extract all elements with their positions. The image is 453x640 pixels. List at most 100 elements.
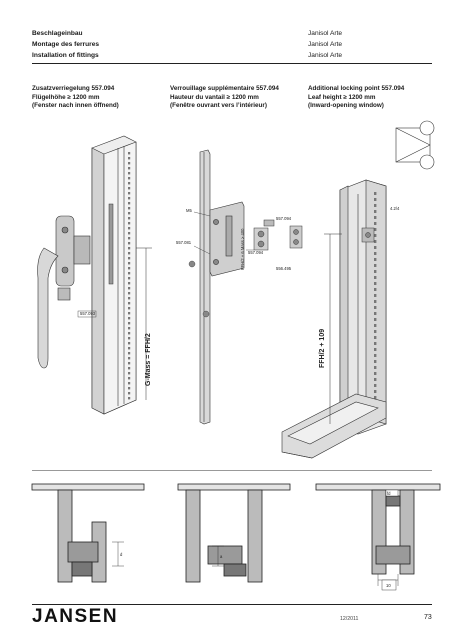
profile-slot [128, 222, 131, 225]
profile-slot [374, 354, 377, 357]
header-left: Beschlageinbau Montage des ferrures Inst… [32, 28, 99, 61]
header-title-en: Installation of fittings [32, 52, 99, 59]
section-label-d: d [120, 552, 123, 557]
profile-slot [128, 182, 131, 185]
profile-slot [128, 317, 131, 320]
profile-slot [374, 318, 377, 321]
profile-slot [128, 162, 131, 165]
footer-divider [32, 604, 432, 605]
label-screw-size: 4.2/4 [390, 206, 400, 211]
figure-handle-installation: 557.093 G-Mass = FFH/2 [37, 135, 152, 415]
profile-slot [374, 300, 377, 303]
profile-slot [128, 352, 131, 355]
striker-parts [253, 219, 275, 251]
window-handle [37, 215, 91, 369]
label-557094: 557.094 [248, 250, 264, 255]
profile-slot [374, 258, 377, 261]
column-title-fr-line: (Fenêtre ouvrant vers l’intérieur) [170, 102, 267, 110]
locking-block [361, 227, 375, 243]
profile-slot [128, 172, 131, 175]
profile-slot [374, 330, 377, 333]
page-number: 73 [424, 614, 432, 621]
column-title-en-line: Leaf height ≥ 1200 mm [308, 93, 376, 101]
screws [188, 260, 210, 318]
profile-slot [128, 242, 131, 245]
profile-slot [374, 204, 377, 207]
header-title-de: Beschlageinbau [32, 30, 83, 37]
column-title-en: Additional locking point 557.094 Leaf he… [308, 85, 438, 111]
profile-slot [128, 177, 131, 180]
column-title-fr-line: Verrouillage supplémentaire 557.094 [170, 85, 279, 92]
dimension-label-gmass: G-Mass = FFH/2 [145, 333, 152, 386]
profile-slot [374, 288, 377, 291]
window-icon [395, 120, 435, 170]
profile-slot [128, 312, 131, 315]
profile-slot [374, 222, 377, 225]
profile-slot [128, 252, 131, 255]
profile-slot [374, 270, 377, 273]
dimension-label-ffh: FFH/2 + 109 [319, 329, 326, 368]
label-556495: 556.495 [276, 266, 292, 271]
profile-slot [128, 387, 131, 390]
section-detail-3: fd 10 [315, 483, 441, 591]
part-label-557093: 557.093 [80, 311, 96, 316]
profile-slot [374, 306, 377, 309]
profile-slot [128, 257, 131, 260]
profile-slot [374, 282, 377, 285]
section-detail-2: a [177, 483, 291, 583]
header-divider [32, 63, 432, 64]
profile-slot [128, 322, 131, 325]
label-offset-dim: FFH/2 + 6 Mass ≥ 400 [240, 228, 245, 270]
espagnolette-bar [108, 203, 114, 285]
profile-slot [128, 207, 131, 210]
label-557094: 557.094 [276, 216, 292, 221]
profile-slot [128, 397, 131, 400]
profile-slot [374, 324, 377, 327]
profile-slot [128, 217, 131, 220]
profile-slot [128, 152, 131, 155]
section-label-10: 10 [386, 583, 391, 588]
profile-slot [128, 212, 131, 215]
profile-slot [374, 384, 377, 387]
profile-slot [128, 262, 131, 265]
section-detail-1: d [31, 483, 145, 583]
profile-slot [374, 192, 377, 195]
profile-slot [128, 347, 131, 350]
column-title-fr-line: Hauteur du vantail ≥ 1200 mm [170, 93, 259, 101]
label-m5: M5 [186, 208, 192, 213]
profile-slot [128, 392, 131, 395]
header-right: Janisol Arte Janisol Arte Janisol Arte [308, 28, 342, 61]
profile-slot [374, 366, 377, 369]
profile-slot [374, 276, 377, 279]
section-divider [32, 470, 432, 471]
profile-slot [128, 247, 131, 250]
profile-slot [128, 367, 131, 370]
profile-slot [374, 246, 377, 249]
series-name-en: Janisol Arte [308, 52, 343, 59]
profile-slot [128, 192, 131, 195]
profile-slot [128, 332, 131, 335]
profile-slot [128, 167, 131, 170]
profile-slot [374, 378, 377, 381]
series-name-de: Janisol Arte [308, 30, 343, 37]
profile-slot [374, 336, 377, 339]
profile-slot [128, 272, 131, 275]
profile-slot [128, 232, 131, 235]
profile-slot [374, 294, 377, 297]
profile-slot [374, 228, 377, 231]
profile-slot [128, 342, 131, 345]
profile-slot [128, 277, 131, 280]
profile-slot [374, 264, 377, 267]
locking-bracket [209, 201, 245, 277]
label-557081: 557.081 [176, 240, 192, 245]
profile-slot [128, 197, 131, 200]
dimension-line [136, 247, 152, 400]
hardware-leaders [193, 211, 254, 255]
profile-slot [128, 267, 131, 270]
profile-slot [374, 372, 377, 375]
section-label-a: a [220, 554, 223, 559]
issue-date: 12/2011 [340, 616, 359, 622]
column-title-fr: Verrouillage supplémentaire 557.094 Haut… [170, 85, 304, 111]
profile-slot [128, 302, 131, 305]
profile-slot [128, 382, 131, 385]
